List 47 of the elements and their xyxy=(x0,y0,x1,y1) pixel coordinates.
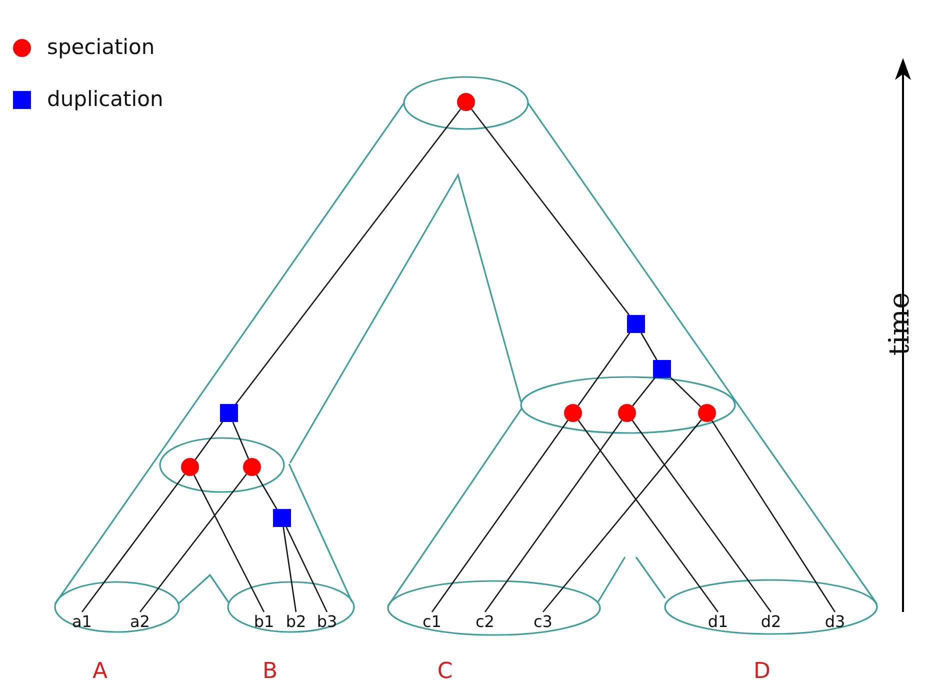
gene-label: b2 xyxy=(286,613,306,631)
speciation-node xyxy=(564,404,582,422)
axis-label: time xyxy=(886,292,914,356)
gene-tree-branch xyxy=(578,332,630,406)
gene-label: a2 xyxy=(130,613,150,631)
gene-tree-branch xyxy=(256,474,278,510)
gene-label: c2 xyxy=(476,613,494,631)
species-label: C xyxy=(437,661,453,683)
gene-label: b3 xyxy=(316,613,338,631)
gene-tree-branch xyxy=(194,474,265,612)
legend-label: duplication xyxy=(47,87,164,111)
speciation-node xyxy=(243,458,261,476)
duplication-node xyxy=(220,404,238,422)
species-label: B xyxy=(262,661,278,683)
gene-tree-branch xyxy=(282,526,297,612)
species-label: D xyxy=(754,661,770,683)
gene-tree-branch xyxy=(640,332,658,360)
gene-tree-branch xyxy=(711,420,836,612)
gene-tree-branch xyxy=(670,377,702,408)
gene-label: d3 xyxy=(824,613,846,631)
gene-label: c3 xyxy=(534,613,552,631)
gene-tree-branch xyxy=(578,420,719,612)
gene-tree-branch xyxy=(484,420,622,612)
gene-tree-branch xyxy=(139,474,248,612)
gene-label: b1 xyxy=(254,613,274,631)
duplication-node xyxy=(273,509,291,527)
gene-tree-branch xyxy=(632,378,656,406)
gene-label: c1 xyxy=(422,613,442,631)
speciation-node xyxy=(457,93,475,111)
gene-label: d2 xyxy=(760,613,782,631)
gene-tree-branch xyxy=(81,474,186,612)
gene-tree-branch xyxy=(542,420,702,612)
gene-label: d1 xyxy=(708,613,728,631)
gene-tree-branch xyxy=(194,422,224,460)
species-label: A xyxy=(92,661,108,683)
gene-tree-branch xyxy=(632,420,772,612)
gene-tree-branch xyxy=(431,420,568,612)
gene-tree-branch xyxy=(235,108,462,404)
speciation-node xyxy=(618,404,636,422)
gene-tree-branch xyxy=(232,422,250,459)
legend-label: speciation xyxy=(47,35,155,59)
gene-label: a1 xyxy=(72,613,92,631)
duplication-node xyxy=(653,360,671,378)
duplication-node xyxy=(627,315,645,333)
speciation-node xyxy=(698,404,716,422)
speciation-node xyxy=(181,458,199,476)
gene-tree-branch xyxy=(470,108,630,316)
